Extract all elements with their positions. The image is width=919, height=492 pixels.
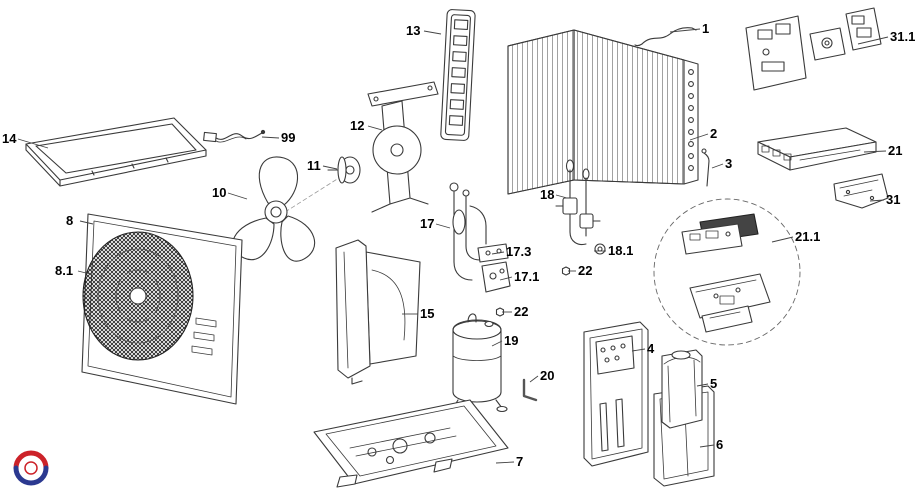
part-17-pipe-assembly [449,182,511,293]
part-label-1: 1 [702,21,710,36]
part-label-99: 99 [281,130,296,145]
part-11-fan-motor [327,156,361,184]
part-7-base-pan [313,399,509,488]
part-label-21-1: 21.1 [795,229,821,244]
part-label-12: 12 [350,118,365,133]
part-17-3-clamp [477,243,509,263]
part-15-partition-plate [335,239,421,385]
part-label-17-3: 17.3 [506,244,532,259]
part-label-17: 17 [420,216,435,231]
part-18-1-flare-nut [594,243,606,255]
part-19-compressor [446,313,508,415]
part-label-11: 11 [307,158,321,173]
part-label-22b: 22 [514,304,529,319]
part-22-nut-lower [495,307,505,317]
part-20-bent-tube [522,378,538,402]
part-5-valve-cover [661,349,703,429]
part-label-8-1: 8.1 [55,263,74,278]
part-21-1-board-detail [653,198,801,346]
part-31-1-pcb-boards [745,7,882,91]
part-label-15: 15 [420,306,435,321]
part-99-wire-harness [203,129,266,143]
part-21-control-box [757,127,877,171]
part-label-4: 4 [647,341,655,356]
part-label-10: 10 [212,185,227,200]
part-label-31: 31 [886,192,901,207]
part-label-20: 20 [540,368,555,383]
part-10-fan-propeller [232,156,315,262]
part-label-13: 13 [406,23,421,38]
part-label-3: 3 [725,156,733,171]
part-label-6: 6 [716,437,724,452]
part-label-19: 19 [504,333,519,348]
part-label-18-1: 18.1 [608,243,634,258]
part-3-support-rod [701,148,710,187]
part-13-grille-strip [440,9,476,141]
part-17-1-plate [481,261,511,293]
part-label-17-1: 17.1 [514,269,540,284]
part-8-1-fan-grille [82,231,194,361]
part-label-31-1: 31.1 [890,29,916,44]
brand-logo [13,450,49,486]
part-label-14: 14 [2,131,17,146]
part-31-mounting-bracket [833,173,889,209]
part-4-rear-panel [583,321,649,467]
leader-lines [17,28,889,464]
part-label-5: 5 [710,376,718,391]
part-2-condenser-coil [507,29,699,195]
part-label-2: 2 [710,126,718,141]
part-14-top-cover [25,117,207,187]
part-label-18: 18 [540,187,555,202]
part-12-motor-bracket [367,81,439,213]
part-22-nut-upper [561,266,571,276]
part-8-front-panel [81,213,243,405]
part-label-21: 21 [888,143,903,158]
part-label-7: 7 [516,454,524,469]
part-18-service-valves [555,159,601,246]
part-label-22a: 22 [578,263,593,278]
part-label-8: 8 [66,213,74,228]
